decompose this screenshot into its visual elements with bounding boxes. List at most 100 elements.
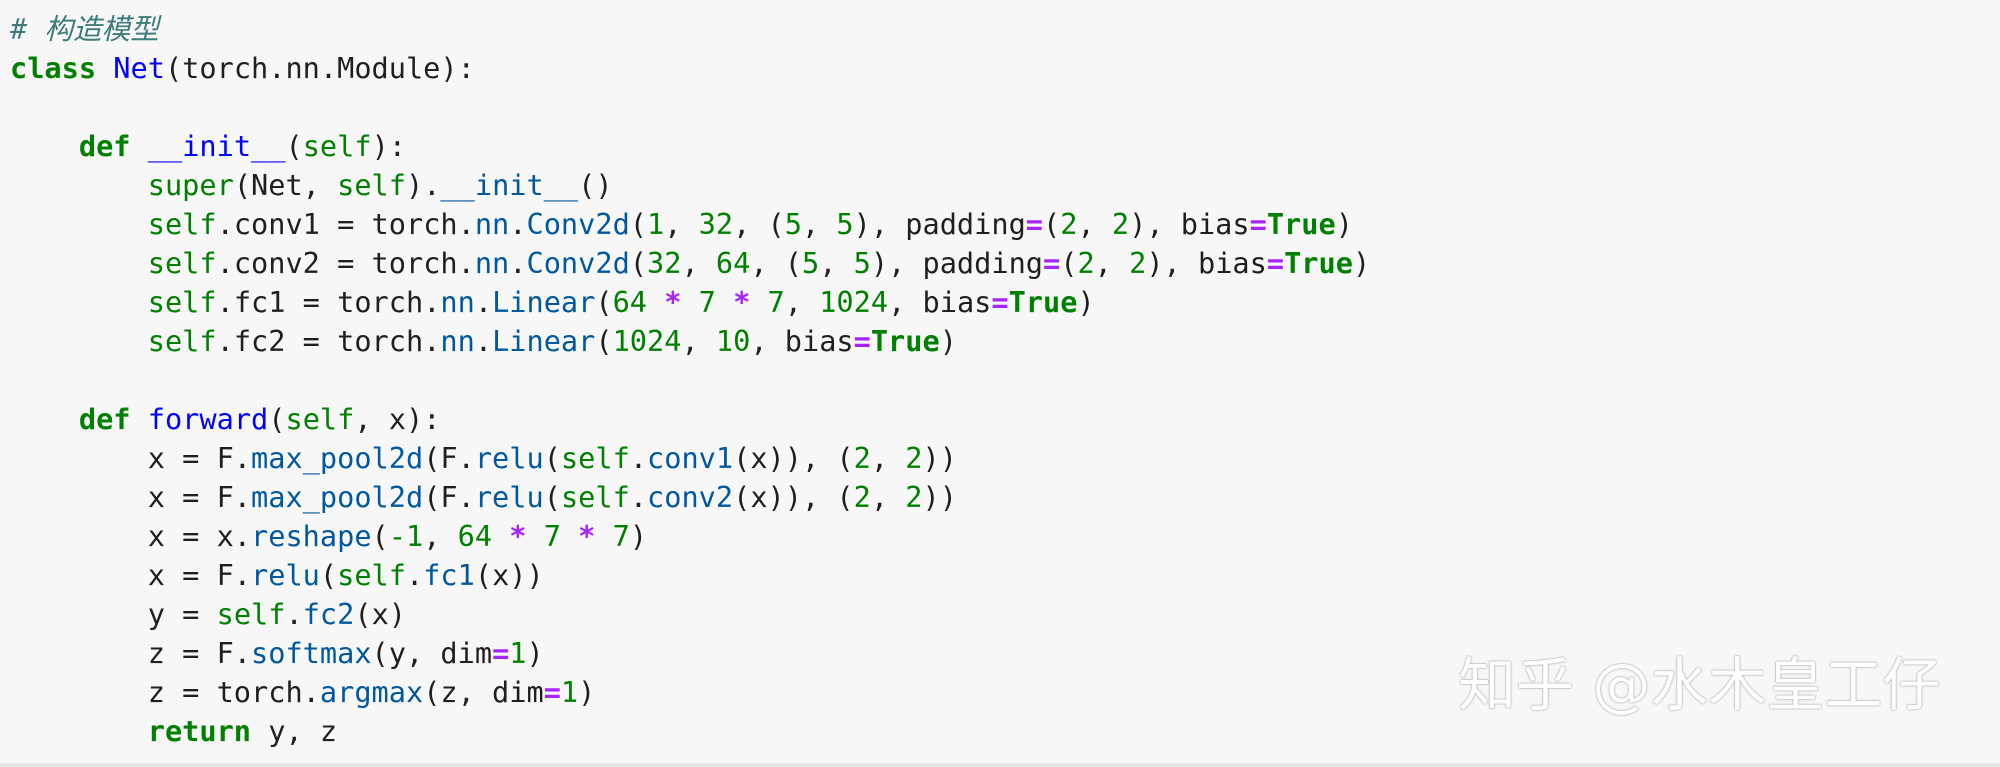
code-text: , xyxy=(819,246,854,280)
code-text: ( xyxy=(629,246,648,280)
attr-nn: nn xyxy=(474,246,510,280)
code-text: ) xyxy=(939,324,957,358)
operator: * xyxy=(664,285,682,319)
code-line-return: return y, z xyxy=(10,712,337,751)
code-text: ( xyxy=(371,519,389,553)
code-text: z = F. xyxy=(147,636,252,670)
code-text: . xyxy=(406,558,424,592)
code-line-forward-def: def forward(self, x): xyxy=(10,400,441,439)
self-keyword: self xyxy=(285,402,355,436)
code-text xyxy=(750,285,767,319)
code-text: ) xyxy=(578,675,596,709)
code-text: . xyxy=(474,324,493,358)
code-line-comment: # 构造模型 xyxy=(10,10,159,49)
bottom-divider xyxy=(0,763,2000,767)
code-text: ( xyxy=(268,402,286,436)
self-keyword: self xyxy=(560,480,630,514)
attr-conv2d: Conv2d xyxy=(526,246,630,280)
code-text: ( xyxy=(629,207,648,241)
code-text: . xyxy=(474,285,493,319)
number-literal: 1024 xyxy=(612,324,682,358)
code-line-fc2: self.fc2 = torch.nn.Linear(1024, 10, bia… xyxy=(10,322,957,361)
super-init-name: __init__ xyxy=(440,168,579,202)
code-text xyxy=(561,519,578,553)
true-keyword: True xyxy=(1266,207,1336,241)
operator: * xyxy=(509,519,527,553)
code-text: . xyxy=(509,207,527,241)
attr-softmax: softmax xyxy=(251,636,372,670)
attr-nn: nn xyxy=(440,285,475,319)
code-text: ), padding xyxy=(870,246,1044,280)
code-text: ( xyxy=(1043,207,1061,241)
code-line-init-def: def __init__(self): xyxy=(10,127,406,166)
code-text: , xyxy=(801,207,837,241)
code-text: ) xyxy=(1335,207,1353,241)
number-literal: 7 xyxy=(543,519,561,553)
number-literal: 1 xyxy=(560,675,579,709)
def-keyword: def xyxy=(78,402,131,436)
code-line-reshape: x = x.reshape(-1, 64 * 7 * 7) xyxy=(10,517,647,556)
code-comment: # 构造模型 xyxy=(10,12,159,46)
self-keyword: self xyxy=(147,207,217,241)
code-text: ) xyxy=(526,636,544,670)
self-keyword: self xyxy=(147,324,217,358)
self-keyword: self xyxy=(216,597,286,631)
code-text: , xyxy=(1077,207,1112,241)
forward-method-name: forward xyxy=(147,402,269,436)
code-text: . xyxy=(509,246,527,280)
code-line-relu-fc1: x = F.relu(self.fc1(x)) xyxy=(10,556,544,595)
class-base: (torch.nn.Module): xyxy=(164,51,475,85)
code-text: (x)), ( xyxy=(733,441,854,475)
operator: = xyxy=(1266,246,1285,280)
attr-conv2d: Conv2d xyxy=(526,207,630,241)
true-keyword: True xyxy=(1008,285,1078,319)
init-signature-close: ): xyxy=(371,129,407,163)
operator: = xyxy=(1043,246,1061,280)
self-keyword: self xyxy=(147,246,217,280)
operator: * xyxy=(578,519,596,553)
code-text: ( xyxy=(595,285,613,319)
number-literal: 5 xyxy=(801,246,820,280)
code-text: (F. xyxy=(423,480,475,514)
attr-conv2: conv2 xyxy=(647,480,734,514)
init-method-name: __init__ xyxy=(147,129,286,163)
code-text: , xyxy=(784,285,820,319)
code-text xyxy=(716,285,733,319)
self-keyword: self xyxy=(147,285,217,319)
code-line-class-def: class Net(torch.nn.Module): xyxy=(10,49,475,88)
operator: = xyxy=(853,324,871,358)
true-keyword: True xyxy=(1284,246,1353,280)
code-text: ), bias xyxy=(1146,246,1267,280)
code-text: . xyxy=(629,441,648,475)
code-line-conv2: self.conv2 = torch.nn.Conv2d(32, 64, (5,… xyxy=(10,244,1370,283)
code-text: (x)) xyxy=(474,558,544,592)
true-keyword: True xyxy=(870,324,940,358)
code-text: (z, dim xyxy=(423,675,544,709)
code-text: ( xyxy=(595,324,613,358)
number-literal: 10 xyxy=(715,324,751,358)
code-text: , xyxy=(1094,246,1130,280)
attr-relu: relu xyxy=(474,441,544,475)
number-literal: 2 xyxy=(853,441,871,475)
attr-conv1: conv1 xyxy=(647,441,734,475)
code-text: x = F. xyxy=(147,480,252,514)
number-literal: 1 xyxy=(647,207,665,241)
code-text: . xyxy=(285,597,303,631)
number-literal: 2 xyxy=(853,480,871,514)
code-text: ), padding xyxy=(853,207,1026,241)
code-text: (y, dim xyxy=(371,636,493,670)
return-keyword: return xyxy=(147,714,252,748)
attr-reshape: reshape xyxy=(251,519,372,553)
operator: = xyxy=(991,285,1009,319)
code-text: , bias xyxy=(750,324,854,358)
code-line-pool1: x = F.max_pool2d(F.relu(self.conv1(x)), … xyxy=(10,439,957,478)
code-text: , xyxy=(423,519,458,553)
code-line-softmax: z = F.softmax(y, dim=1) xyxy=(10,634,544,673)
code-text: )) xyxy=(922,480,957,514)
code-text: , xyxy=(681,324,716,358)
operator: = xyxy=(492,636,510,670)
attr-nn: nn xyxy=(440,324,475,358)
number-literal: 7 xyxy=(698,285,716,319)
number-literal: 64 xyxy=(612,285,648,319)
